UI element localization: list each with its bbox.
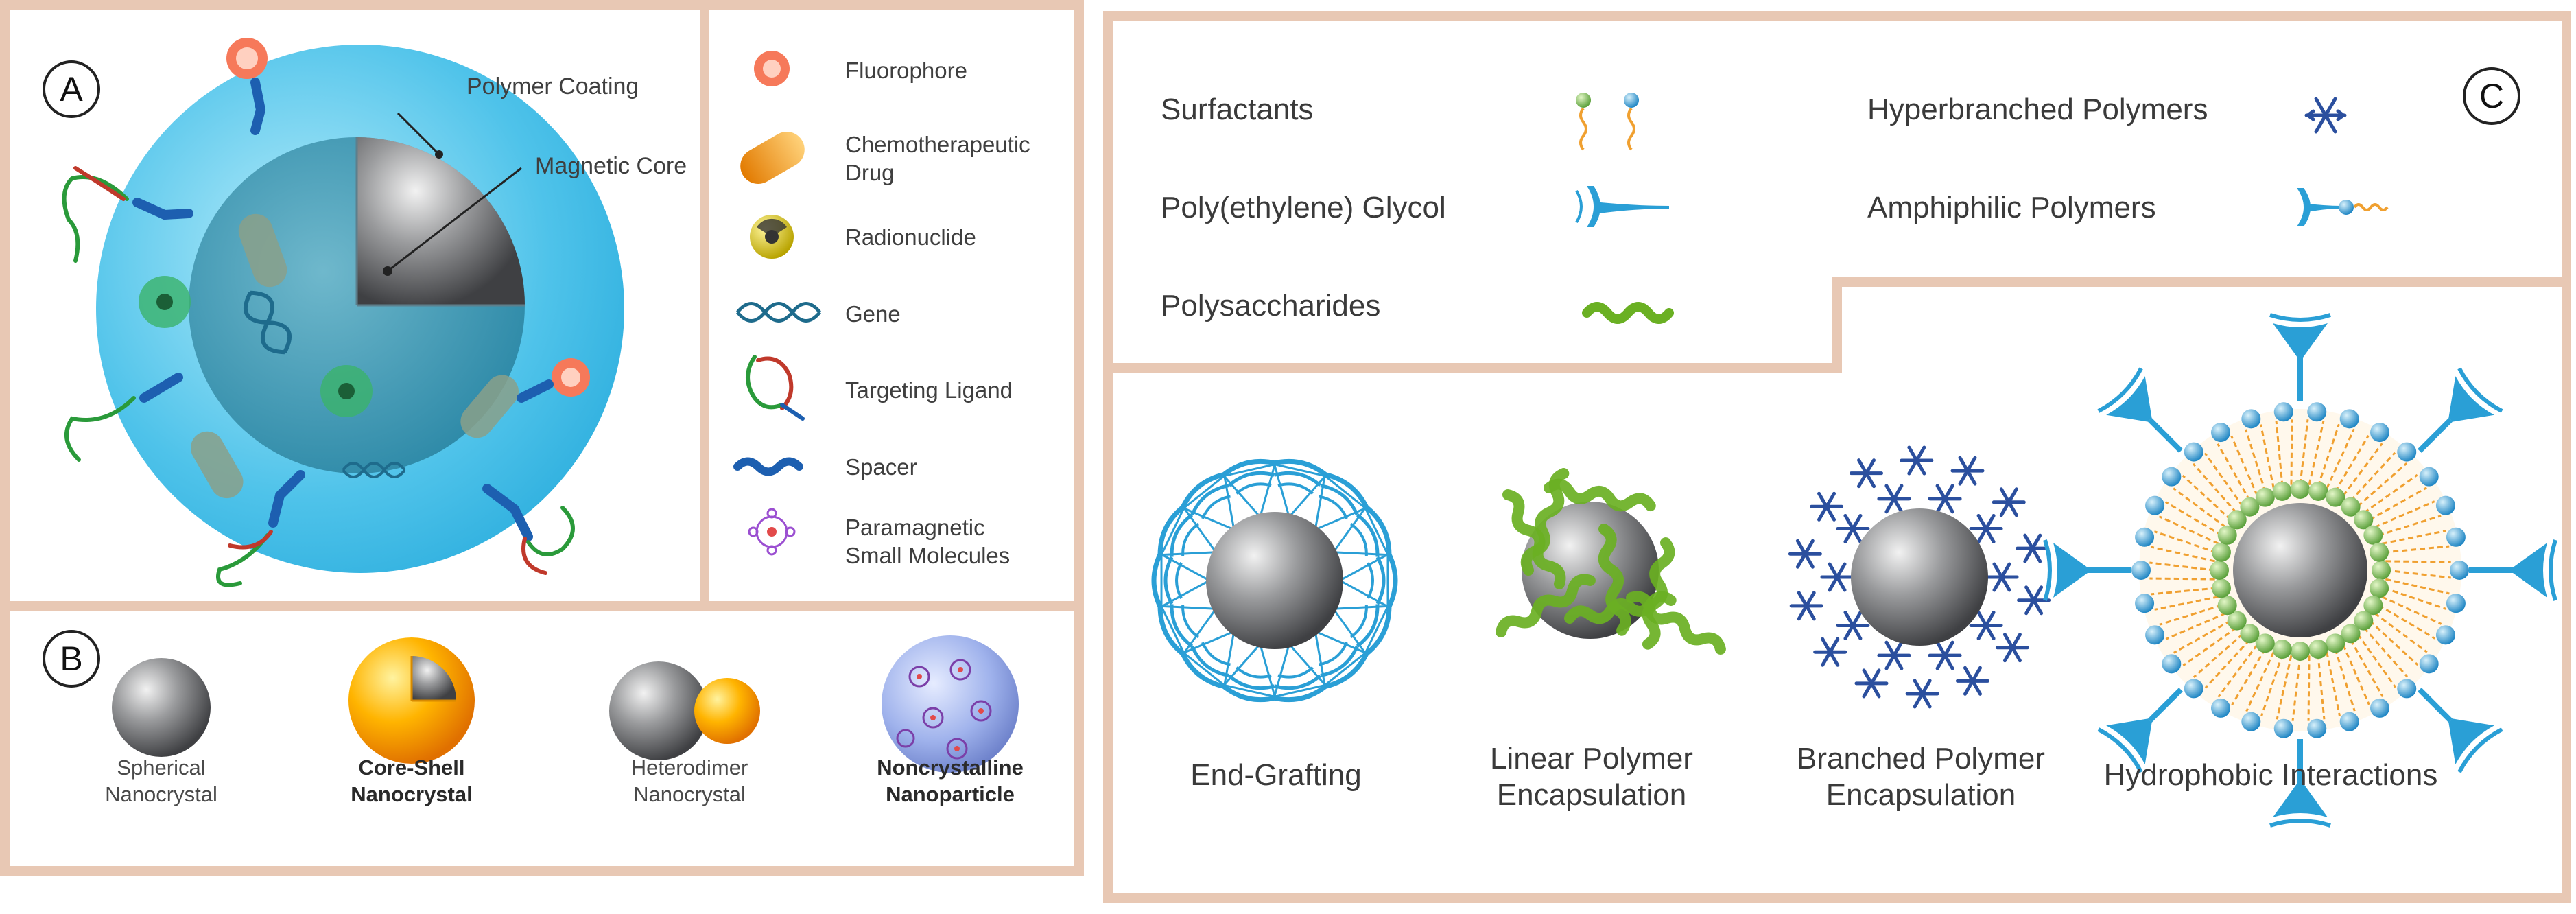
label-noncrystalline-nanoparticle: Noncrystalline Nanoparticle <box>877 755 1024 806</box>
legend-label-drug: Chemotherapeutic Drug <box>845 132 1030 186</box>
drug-capsule-icon <box>740 132 805 184</box>
legend-label-targeting-ligand: Targeting Ligand <box>845 377 1013 403</box>
heterodimer-nanocrystal <box>609 661 760 760</box>
legend-label-fluorophore: Fluorophore <box>845 58 967 83</box>
linear-polymer-illustration <box>1496 468 1726 655</box>
legend-label-paramagnetic: Paramagnetic Small Molecules <box>845 515 1011 569</box>
fluorophore-icon <box>226 38 590 397</box>
fluorophore-icon <box>754 51 790 86</box>
core-shell-nanocrystal <box>348 637 475 764</box>
legend-label-radionuclide: Radionuclide <box>845 224 976 250</box>
panel-a-letter: A <box>43 60 100 118</box>
spacer-icon <box>733 457 803 476</box>
nanocrystal-types <box>112 635 1019 773</box>
material-peg: Poly(ethylene) Glycol <box>1161 191 1446 224</box>
strategy-hydrophobic: Hydrophobic Interactions <box>2103 758 2438 792</box>
targeting-ligand-icon <box>746 355 805 421</box>
paramagnetic-molecule-icon <box>748 508 796 556</box>
material-icons <box>1575 93 2389 324</box>
amphiphilic-icon <box>2297 188 2389 226</box>
hydrophobic-illustration <box>2043 313 2557 828</box>
radionuclide-icon <box>750 215 794 259</box>
label-heterodimer-nanocrystal: Heterodimer Nanocrystal <box>630 755 748 806</box>
material-surfactants: Surfactants <box>1161 93 1314 126</box>
label-core-shell-nanocrystal: Core-Shell Nanocrystal <box>351 755 473 806</box>
panel-b-letter: B <box>43 630 100 688</box>
panel-c-divider <box>1113 277 2562 373</box>
legend-icons <box>733 51 821 556</box>
material-polysaccharides: Polysaccharides <box>1161 289 1381 323</box>
surfactant-icon <box>1576 93 1639 151</box>
branched-polymer-illustration <box>1788 445 2051 709</box>
polysaccharide-icon <box>1582 302 1674 324</box>
coating-strategies <box>1151 313 2557 828</box>
polymer-coating-label: Polymer Coating <box>466 73 639 99</box>
snowflake-icon <box>2304 97 2347 134</box>
legend-label-gene: Gene <box>845 301 901 327</box>
end-grafting-illustration <box>1151 458 1398 703</box>
strategy-end-grafting: End-Grafting <box>1190 758 1362 792</box>
legend-label-spacer: Spacer <box>845 454 917 480</box>
gene-icon <box>736 302 821 323</box>
material-hyperbranched: Hyperbranched Polymers <box>1867 93 2208 126</box>
noncrystalline-nanoparticle <box>882 635 1019 773</box>
panel-c-letter: C <box>2463 67 2520 125</box>
strategy-linear-polymer: Linear Polymer Encapsulation <box>1490 742 1693 812</box>
label-spherical-nanocrystal: Spherical Nanocrystal <box>105 755 217 806</box>
spherical-nanocrystal <box>112 658 211 757</box>
radionuclide-icon <box>139 276 373 417</box>
nanoparticle-diagram <box>62 38 624 587</box>
strategy-branched-polymer: Branched Polymer Encapsulation <box>1797 742 2045 812</box>
material-amphiphilic: Amphiphilic Polymers <box>1867 191 2156 224</box>
peg-icon <box>1575 186 1669 227</box>
magnetic-core-label: Magnetic Core <box>535 153 687 179</box>
